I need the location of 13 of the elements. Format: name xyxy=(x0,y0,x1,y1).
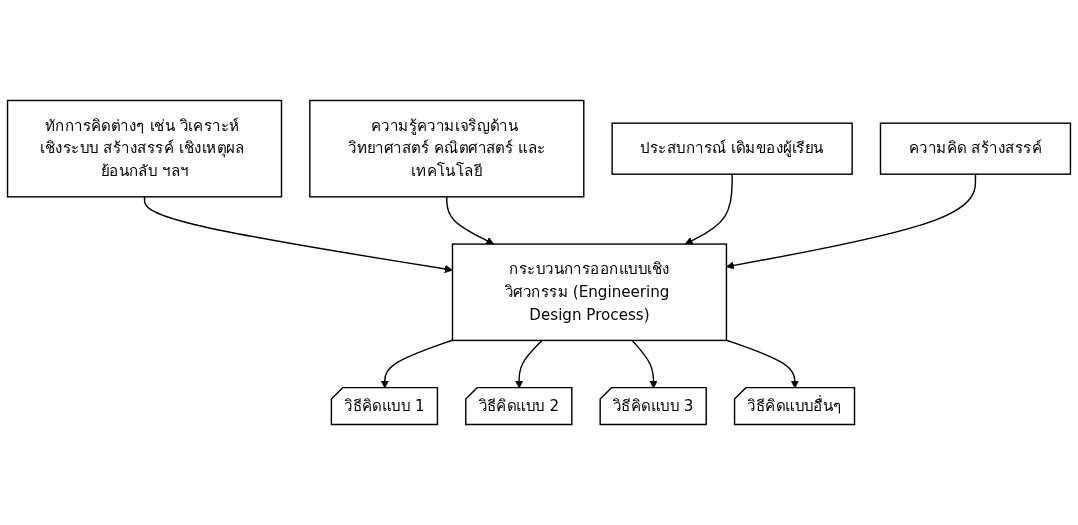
node-box: ทักการคิดต่างๆ เช่น วิเคราะห์ เชิงระบบ สร้างสรรค์ เชิงเหตุผล ย้อนกลับ ฯลฯ xyxy=(6,99,283,198)
node-box: ประสบการณ์ เดิมของผู้เรียน xyxy=(611,122,853,175)
arrow xyxy=(446,196,495,245)
node-box: ความรู้ความเจริญด้าน วิทยาศาสตร์ คณิตศาสตร์ และเทคโนโลยี xyxy=(309,99,585,198)
arrow xyxy=(725,339,799,389)
node-box: ความคิด สร้างสรรค์ xyxy=(879,122,1072,175)
arrow xyxy=(631,339,658,389)
arrow xyxy=(726,173,977,270)
arrow xyxy=(684,173,733,245)
arrow xyxy=(143,196,453,274)
node-box: กระบวนการออกแบบเชิงวิศวกรรม (Engineering Design Process) xyxy=(451,243,728,342)
arrow xyxy=(380,339,454,389)
arrow xyxy=(514,339,543,389)
